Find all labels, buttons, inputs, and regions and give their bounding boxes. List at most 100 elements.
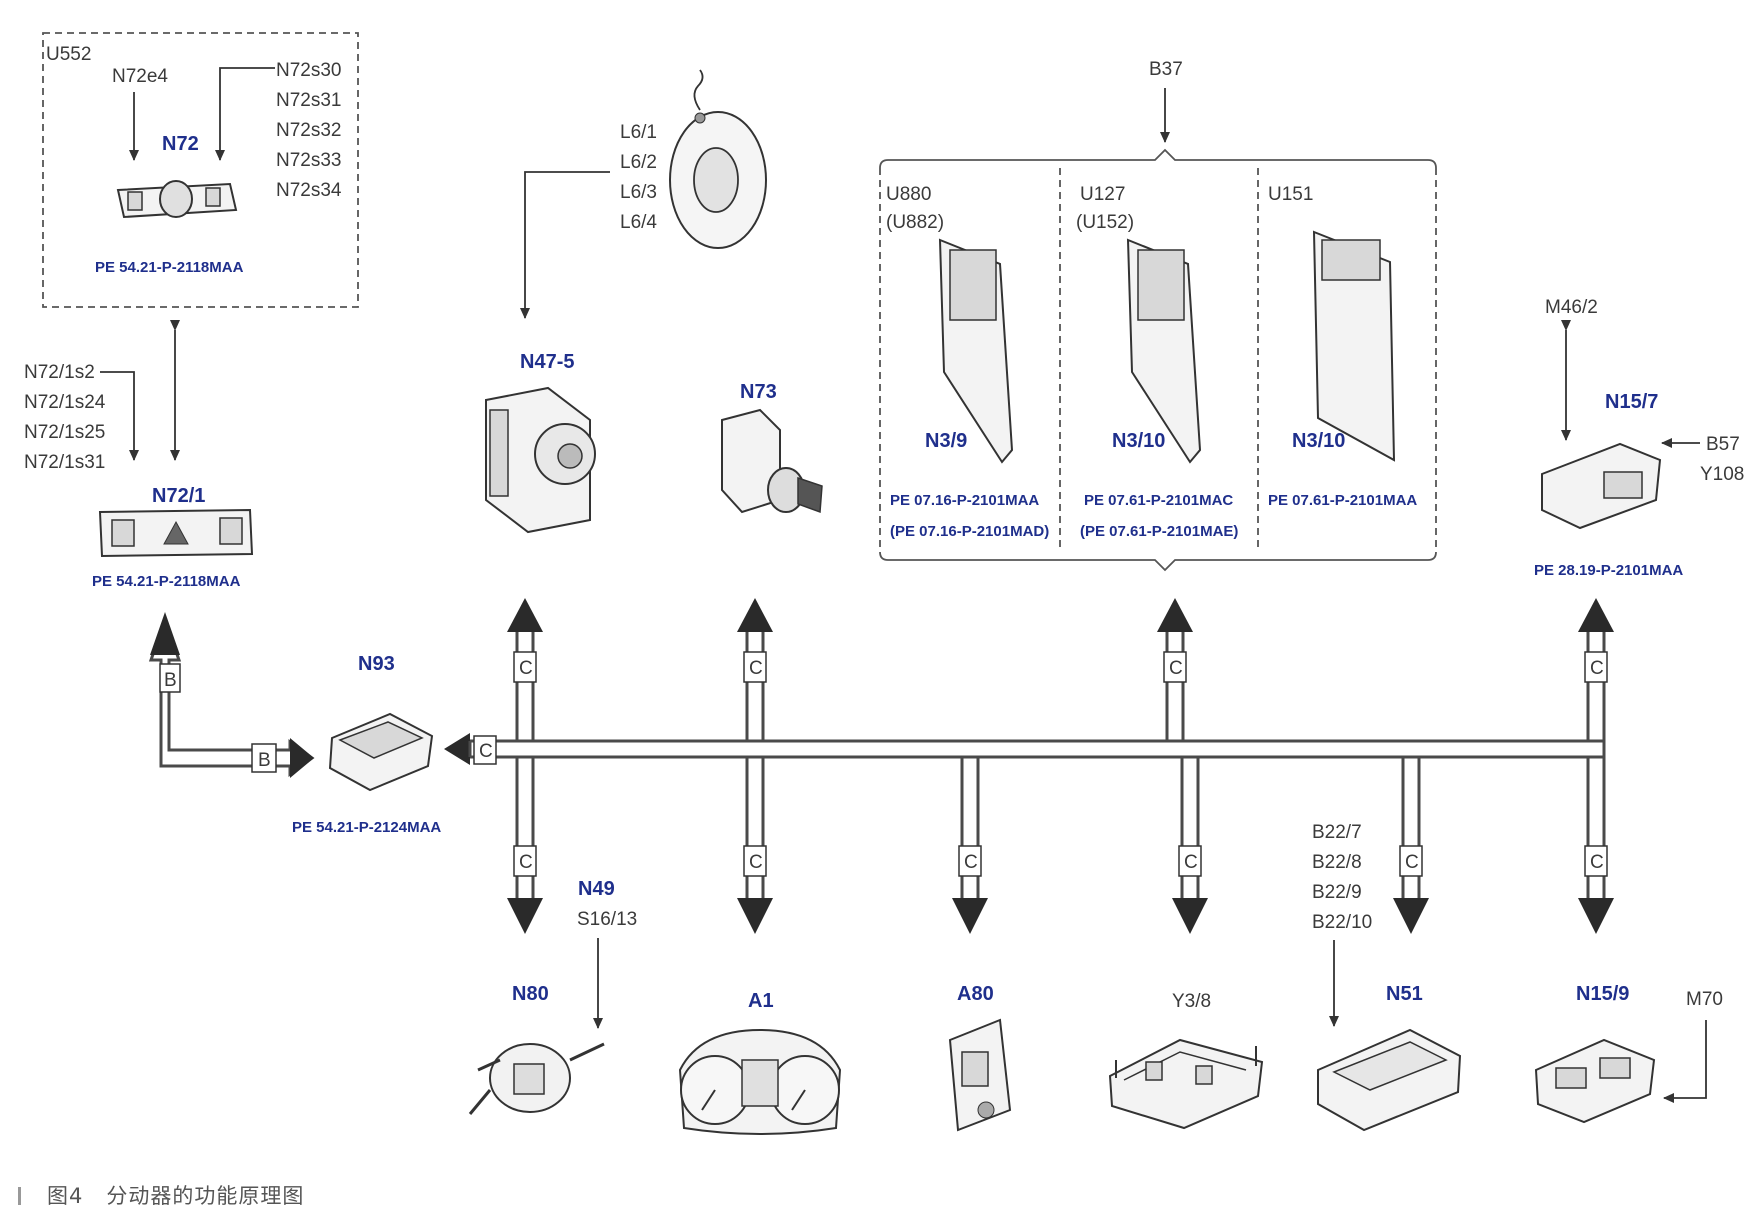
u882-label: (U882) [886, 212, 944, 233]
n72s30-label: N72s30 [276, 60, 342, 81]
l6-3-label: L6/3 [620, 182, 657, 203]
n51-module-icon [1317, 1028, 1462, 1132]
u151-label: U151 [1268, 184, 1313, 205]
n72-name: N72 [162, 133, 199, 155]
y3-8-component: Y3/8 [1108, 991, 1264, 1130]
n93-name: N93 [358, 653, 395, 675]
b22-8-label: B22/8 [1312, 852, 1362, 873]
n3-9-ecu-icon [938, 238, 1014, 464]
u880-label: U880 [886, 184, 931, 205]
n49-name: N49 [578, 878, 615, 900]
n72-1-ref: PE 54.21-P-2118MAA [92, 573, 241, 590]
u152-label: (U152) [1076, 212, 1134, 233]
n3-9-ref-2: (PE 07.16-P-2101MAD) [890, 523, 1049, 540]
figure-caption: 图4 分动器的功能原理图 [18, 1180, 304, 1210]
n72-1-name: N72/1 [152, 485, 205, 507]
bus-c-tag-n47: C [519, 658, 533, 679]
l6-1-label: L6/1 [620, 122, 657, 143]
n3-10-name: N3/10 [1112, 430, 1165, 452]
bus-c-tag-n80: C [519, 852, 533, 873]
n73-component: N73 [721, 381, 823, 514]
steering-column-module-icon [468, 1042, 605, 1115]
n72-1-switch-panel [98, 508, 254, 558]
n51-name: N51 [1386, 983, 1423, 1005]
n47-5-component: L6/1 L6/2 L6/3 L6/4 N47-5 [485, 69, 767, 534]
n72-switch-panel [116, 180, 238, 219]
bus-b: B B [148, 612, 315, 778]
n3-10-ref-1: PE 07.61-P-2101MAC [1084, 492, 1233, 509]
b37-label: B37 [1149, 59, 1183, 80]
bus-c-down-branches: C C C C C C [507, 757, 1614, 934]
u552-label: U552 [46, 44, 91, 65]
a80-component: A80 [948, 983, 1012, 1132]
m70-label: M70 [1686, 989, 1723, 1010]
bus-c-tag-a1: C [749, 852, 763, 873]
n72-1s31-label: N72/1s31 [24, 452, 105, 473]
a80-module-icon [948, 1018, 1012, 1132]
b22-10-label: B22/10 [1312, 912, 1372, 933]
ignition-switch-icon [721, 408, 823, 514]
bus-c-tag-a80: C [964, 852, 978, 873]
bus-b-tag-2: B [258, 750, 271, 771]
n15-9-component: N15/9 M70 [1534, 983, 1723, 1124]
n72-1-component: N72/1s2 N72/1s24 N72/1s25 N72/1s31 N72/1… [24, 362, 254, 590]
figure-number: 图4 [47, 1184, 84, 1208]
n93-component: N93 PE 54.21-P-2124MAA [292, 653, 441, 836]
n72s31-label: N72s31 [276, 90, 342, 111]
caption-marker [18, 1187, 21, 1205]
n3-9-name: N3/9 [925, 430, 967, 452]
bus-c-tag-n51: C [1405, 852, 1419, 873]
valve-body-icon [1108, 1038, 1264, 1130]
l6-4-label: L6/4 [620, 212, 657, 233]
n3-9-ref-1: PE 07.16-P-2101MAA [890, 492, 1039, 509]
n72-1s24-label: N72/1s24 [24, 392, 106, 413]
s16-13-label: S16/13 [577, 909, 637, 930]
bus-c: C [444, 733, 1604, 765]
n72-1s2-label: N72/1s2 [24, 362, 95, 383]
instrument-cluster-icon [678, 1028, 842, 1135]
n15-7-ref: PE 28.19-P-2101MAA [1534, 562, 1683, 579]
n80-name: N80 [512, 983, 549, 1005]
bus-c-tag-y3-8: C [1184, 852, 1198, 873]
engine-module-group: B37 U880 (U882) N3/9 PE 07.16-P-2101MAA … [879, 59, 1437, 572]
n3-10-ecu-icon [1126, 238, 1202, 464]
bus-c-tag-n15-7: C [1590, 658, 1604, 679]
a1-name: A1 [748, 990, 774, 1012]
y3-8-name: Y3/8 [1172, 991, 1211, 1012]
b57-label: B57 [1706, 434, 1740, 455]
bus-c-tag-n93: C [479, 741, 493, 762]
y108-label: Y108 [1700, 464, 1744, 485]
b22-9-label: B22/9 [1312, 882, 1362, 903]
n3-10-ref-2: (PE 07.61-P-2101MAE) [1080, 523, 1238, 540]
m46-2-label: M46/2 [1545, 297, 1598, 318]
u552-group: U552 N72e4 N72s30 N72s31 N72s32 N72s33 N… [42, 32, 359, 308]
n15-7-component: M46/2 N15/7 B57 Y108 PE 28.19-P-2101MAA [1534, 297, 1744, 579]
bus-b-tag: B [164, 670, 177, 691]
n15-7-name: N15/7 [1605, 391, 1658, 413]
bus-c-tag-n73: C [749, 658, 763, 679]
n3-10-alt-name: N3/10 [1292, 430, 1345, 452]
n93-ref: PE 54.21-P-2124MAA [292, 819, 441, 836]
n72s32-label: N72s32 [276, 120, 342, 141]
n51-component: B22/7 B22/8 B22/9 B22/10 N51 [1312, 822, 1462, 1132]
n15-9-module-icon [1534, 1038, 1656, 1124]
n73-name: N73 [740, 381, 777, 403]
n72e4-label: N72e4 [112, 66, 168, 87]
l6-2-label: L6/2 [620, 152, 657, 173]
a80-name: A80 [957, 983, 994, 1005]
bus-c-up-branches: C C C C [507, 598, 1614, 757]
wheel-speed-sensor-icon [669, 69, 767, 249]
n72-1s25-label: N72/1s25 [24, 422, 105, 443]
bus-c-tag-engine: C [1169, 658, 1183, 679]
n15-7-module-icon [1541, 442, 1662, 530]
a1-component: A1 [678, 990, 842, 1135]
bus-c-tag-n15-9: C [1590, 852, 1604, 873]
u127-label: U127 [1080, 184, 1125, 205]
n80-component: N80 N49 S16/13 [468, 878, 637, 1115]
n72s33-label: N72s33 [276, 150, 342, 171]
b22-7-label: B22/7 [1312, 822, 1362, 843]
figure-title: 分动器的功能原理图 [106, 1184, 305, 1208]
n3-10-alt-ecu-icon [1312, 230, 1396, 462]
n15-9-name: N15/9 [1576, 983, 1629, 1005]
